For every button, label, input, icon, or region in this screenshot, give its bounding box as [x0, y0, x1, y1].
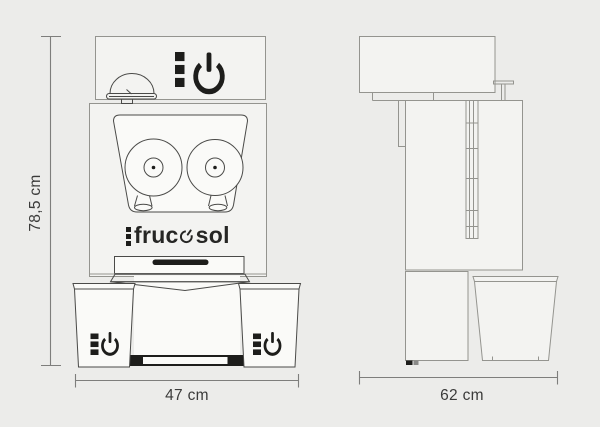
side-bracket [493, 80, 514, 101]
logo-text: fruc sol [134, 222, 230, 248]
front-width-dimension-label: 47 cm [165, 387, 209, 404]
squares-icon [126, 226, 131, 246]
frucosol-logo: fruc sol [126, 222, 230, 248]
squares-icon [253, 333, 261, 355]
side-spout [398, 100, 406, 147]
height-dimension [41, 35, 61, 367]
kick-bar [129, 355, 244, 366]
cabinet-foot [413, 360, 419, 365]
squares-icon [175, 52, 185, 87]
side-rail [465, 100, 479, 239]
side-depth-dimension [358, 371, 559, 385]
height-dimension-label: 78,5 cm [27, 174, 44, 232]
side-head [359, 36, 496, 93]
squares-icon [90, 333, 99, 355]
dome-lid [106, 73, 157, 104]
side-bin [472, 276, 559, 361]
side-view [359, 36, 559, 365]
cup-left [72, 283, 136, 368]
front-view [72, 36, 302, 368]
funnel [110, 281, 250, 292]
front-base [134, 276, 240, 358]
tray-handle-slot [152, 259, 209, 265]
side-column [405, 100, 523, 271]
roller-left [124, 138, 183, 197]
power-icon [176, 225, 197, 247]
press-cups [134, 195, 228, 212]
cup-right [237, 283, 302, 368]
logo-text-suffix: sol [195, 222, 230, 248]
side-cabinet [405, 271, 469, 361]
front-width-dimension [74, 374, 300, 388]
roller-right [186, 139, 244, 196]
cabinet-foot [406, 360, 413, 365]
side-depth-dimension-label: 62 cm [440, 387, 484, 404]
tray [114, 256, 245, 274]
logo-text-prefix: fruc [134, 222, 179, 248]
